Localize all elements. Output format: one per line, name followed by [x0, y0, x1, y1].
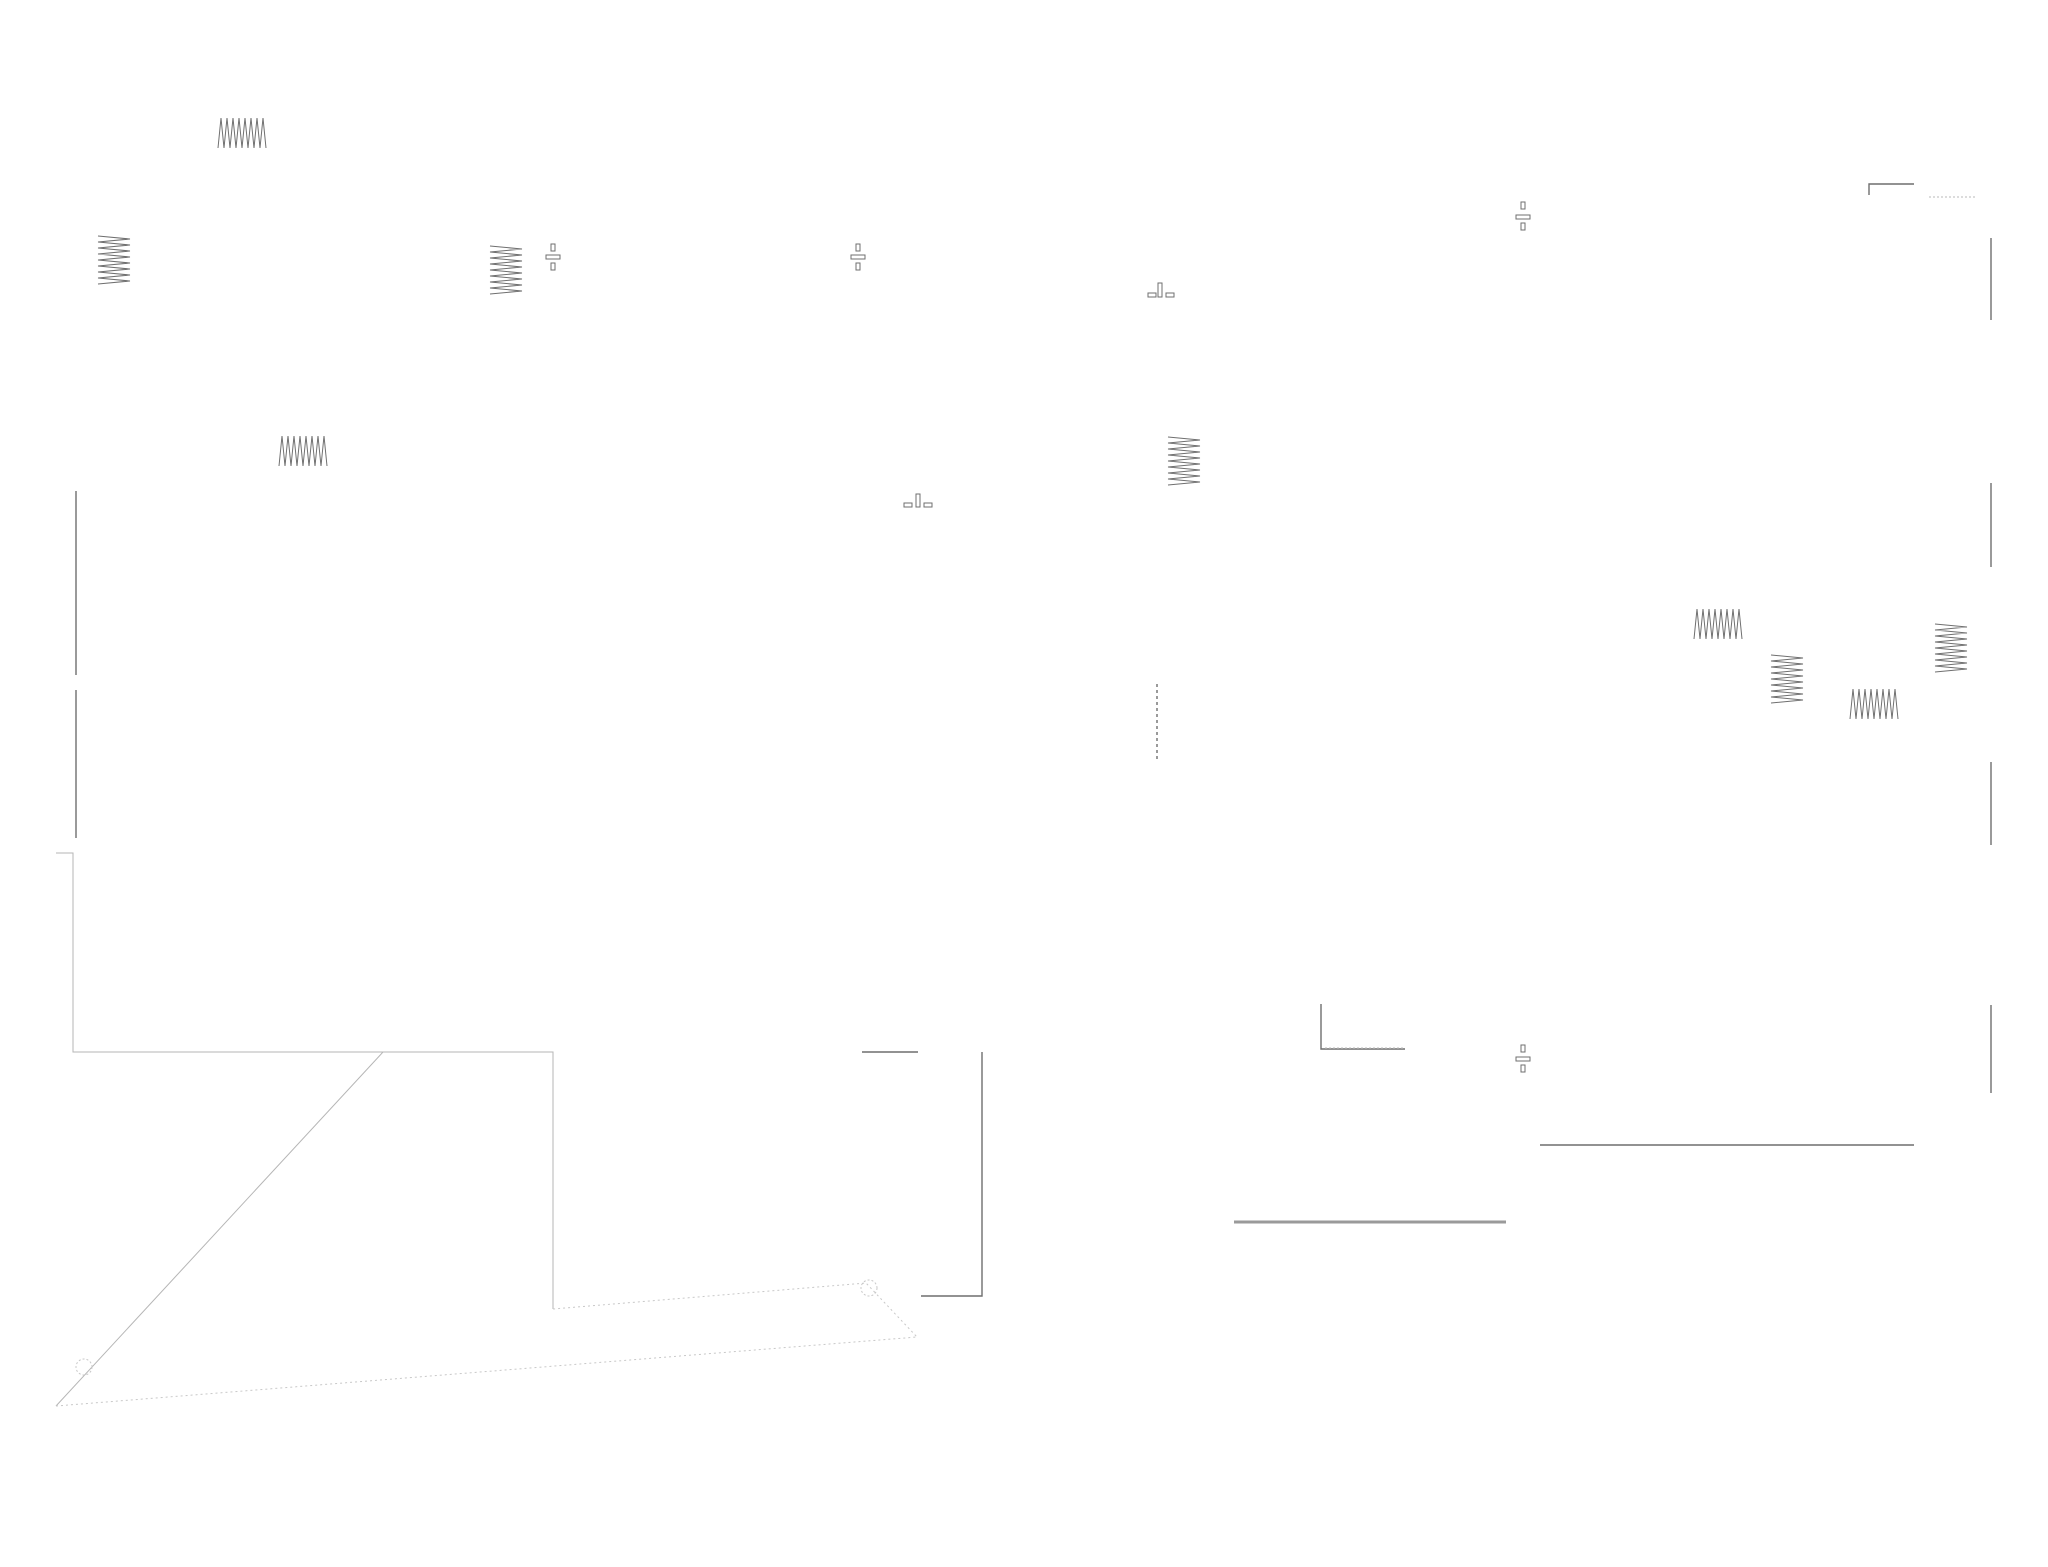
coil-symbol-horizontal-5: [1934, 623, 1968, 673]
coil-symbol-horizontal-1: [97, 235, 131, 285]
hinge-circle-left: [75, 1358, 93, 1376]
ramp-outline: [55, 852, 919, 1407]
coil-symbol-vertical-3: [1693, 608, 1743, 640]
coil-symbol-horizontal-2: [489, 245, 523, 295]
hinge-circle-right: [860, 1279, 878, 1297]
marker-symbol-horizontal-2: [903, 493, 933, 508]
marker-symbol-vertical-3: [1515, 201, 1531, 231]
marker-symbol-vertical-2: [850, 243, 866, 271]
coil-symbol-vertical-1: [217, 117, 267, 149]
coil-symbol-vertical-4: [1849, 688, 1899, 720]
marker-symbol-vertical-4: [1515, 1044, 1531, 1073]
coil-symbol-vertical-2: [278, 435, 328, 467]
coil-symbol-horizontal-3: [1167, 436, 1201, 486]
wall-lines: [75, 183, 1992, 1297]
dotted-lines: [1325, 196, 1975, 1049]
coil-symbol-horizontal-4: [1770, 654, 1804, 704]
marker-symbol-vertical-1: [545, 243, 561, 271]
marker-symbol-horizontal-1: [1147, 282, 1175, 298]
